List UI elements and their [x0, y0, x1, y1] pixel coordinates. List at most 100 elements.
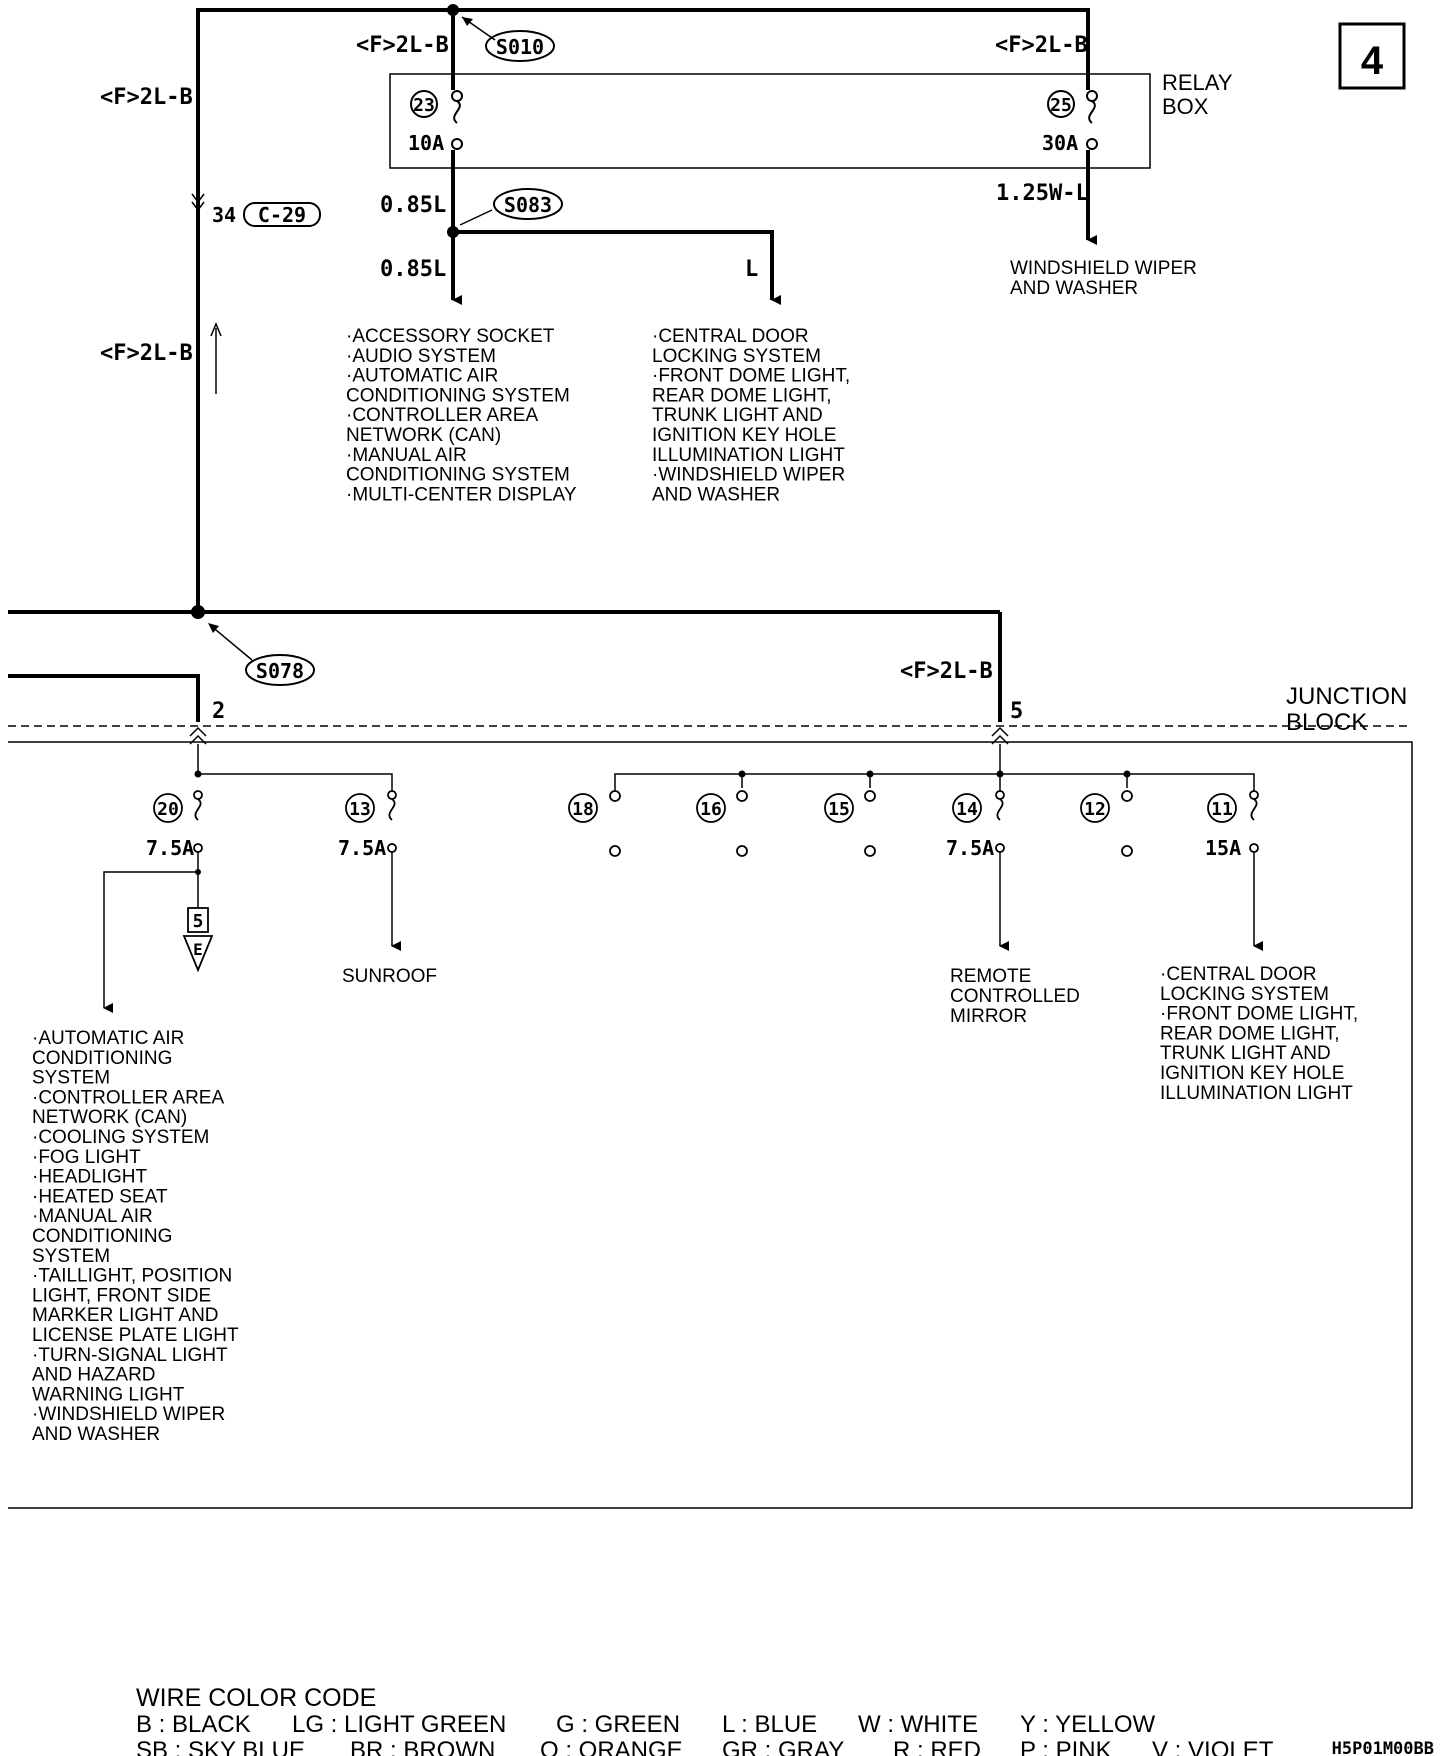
jb-fuse-14-rating: 7.5A	[946, 836, 994, 860]
destination-line: IGNITION KEY HOLE	[1160, 1063, 1344, 1084]
destination-line: CONTROLLED	[950, 986, 1080, 1007]
legend-entry: LG : LIGHT GREEN	[292, 1711, 506, 1738]
destination-line: CONDITIONING SYSTEM	[346, 385, 570, 406]
jb-fuse-13-rating: 7.5A	[338, 836, 386, 860]
ground-ref-letter: E	[193, 940, 203, 959]
destination-line: ·HEATED SEAT	[32, 1186, 168, 1207]
wire-color-legend: WIRE COLOR CODE B : BLACK LG : LIGHT GREE…	[136, 1684, 1274, 1756]
page-number: 4	[1361, 39, 1384, 83]
legend-entry: R : RED	[893, 1737, 981, 1756]
destination-line: AND WASHER	[1010, 278, 1138, 299]
ground-ref-number: 5	[193, 911, 204, 932]
destination-line: NETWORK (CAN)	[346, 425, 501, 446]
destination-line: ·AUTOMATIC AIR	[32, 1028, 184, 1049]
destination-line: TRUNK LIGHT AND	[1160, 1043, 1331, 1064]
destination-line: ·CONTROLLER AREA	[32, 1087, 224, 1108]
legend-entry: Y : YELLOW	[1020, 1711, 1156, 1738]
junction-block-label-1: JUNCTION	[1286, 683, 1407, 710]
relay-box: RELAY BOX	[389, 70, 1233, 169]
wire-label-jb-5: <F>2L-B	[900, 659, 993, 684]
jb-fuse-11-number: 11	[1211, 799, 1233, 820]
splice-dot-s010	[447, 4, 459, 16]
jb-fuse-15-number: 15	[828, 799, 850, 820]
legend-entry: G : GREEN	[556, 1711, 680, 1738]
legend-entry: B : BLACK	[136, 1711, 251, 1738]
legend-entry: P : PINK	[1020, 1737, 1112, 1756]
jb-fuse-20-number: 20	[157, 799, 179, 820]
splice-s083-label: S083	[504, 193, 552, 217]
jb-fuse-14: 14 7.5A	[946, 790, 1009, 951]
legend-entry: V : VIOLET	[1152, 1737, 1274, 1756]
destination-line: TRUNK LIGHT AND	[652, 405, 823, 426]
destination-line: LOCKING SYSTEM	[652, 346, 821, 367]
relay-box-label-1: RELAY	[1162, 70, 1233, 95]
junction-block-label-2: BLOCK	[1286, 709, 1367, 736]
destination-line: ·AUDIO SYSTEM	[346, 346, 496, 367]
page-number-box: 4	[1338, 22, 1406, 90]
destination-line: AND WASHER	[32, 1424, 160, 1445]
jb-fuse-12-number: 12	[1084, 799, 1106, 820]
wire-label-l: L	[745, 257, 758, 282]
relay-fuse-23: 23 10A	[408, 90, 463, 155]
destination-line: ·WINDSHIELD WIPER	[32, 1404, 225, 1425]
destination-line: ·CENTRAL DOOR	[652, 326, 809, 347]
destination-line: ·MANUAL AIR	[346, 445, 467, 466]
jb-fuse-20: 20 7.5A	[103, 790, 203, 1013]
destination-line: LIGHT, FRONT SIDE	[32, 1285, 211, 1306]
destination-line: ·FRONT DOME LIGHT,	[1160, 1004, 1358, 1025]
destination-fuse23-right: ·CENTRAL DOOR LOCKING SYSTEM·FRONT DOME …	[652, 326, 850, 505]
jb-fuse-16-number: 16	[700, 799, 722, 820]
relay-fuse-25-number: 25	[1050, 95, 1072, 116]
relay-box-label-2: BOX	[1162, 94, 1209, 119]
junction-block: JUNCTION BLOCK 2 5	[8, 683, 1413, 1509]
jb-fuse-20-rating: 7.5A	[146, 836, 194, 860]
destination-fuse20: ·AUTOMATIC AIR CONDITIONING SYSTEM·CONTR…	[32, 1028, 239, 1445]
relay-fuse-25: 25 30A	[1042, 90, 1098, 155]
figure-code: H5P01M00BB	[1332, 1739, 1434, 1756]
destination-line: WARNING LIGHT	[32, 1384, 185, 1405]
jb-bus	[197, 744, 1255, 792]
destination-line: MARKER LIGHT AND	[32, 1305, 219, 1326]
destination-line: LOCKING SYSTEM	[1160, 984, 1329, 1005]
destination-fuse23-left: ·ACCESSORY SOCKET·AUDIO SYSTEM·AUTOMATIC…	[346, 326, 577, 505]
destination-line: ·HEADLIGHT	[32, 1167, 147, 1188]
destination-line: ·TURN-SIGNAL LIGHT	[32, 1345, 228, 1366]
destination-line: LICENSE PLATE LIGHT	[32, 1325, 239, 1346]
destination-line: SYSTEM	[32, 1068, 110, 1089]
legend-entry: GR : GRAY	[722, 1737, 844, 1756]
wire-label-085l-upper: 0.85L	[380, 193, 446, 218]
jb-fuse-16: 16	[696, 790, 748, 857]
splice-dot-s078	[191, 605, 205, 619]
destination-line: ILLUMINATION LIGHT	[1160, 1083, 1353, 1104]
destination-line: ·CENTRAL DOOR	[1160, 964, 1317, 985]
splice-s010: S010	[461, 16, 555, 62]
legend-title: WIRE COLOR CODE	[136, 1684, 376, 1712]
jb-fuse-12: 12	[1080, 790, 1133, 857]
splice-s078: S078	[208, 623, 315, 686]
destination-line: ·ACCESSORY SOCKET	[346, 326, 555, 347]
jb-fuse-15: 15	[824, 790, 876, 857]
destination-line: ·FOG LIGHT	[32, 1147, 141, 1168]
destination-fuse11: ·CENTRAL DOOR LOCKING SYSTEM·FRONT DOME …	[1160, 964, 1358, 1104]
wire-label-trunk-upper: <F>2L-B	[100, 85, 193, 110]
jb-fuse-11-rating: 15A	[1205, 836, 1241, 860]
jb-terminal-5: 5	[1010, 699, 1023, 724]
destination-line: ·COOLING SYSTEM	[32, 1127, 209, 1148]
splice-s010-label: S010	[496, 35, 544, 59]
destination-line: MIRROR	[950, 1006, 1027, 1027]
connector-id: C-29	[258, 203, 306, 227]
jb-bus-dots	[194, 770, 1131, 778]
wire-label-trunk-lower: <F>2L-B	[100, 341, 193, 366]
jb-terminal-2: 2	[212, 699, 225, 724]
destination-line: ·MANUAL AIR	[32, 1206, 153, 1227]
connector-pin: 34	[212, 203, 236, 227]
wire-label-085l-lower: 0.85L	[380, 257, 446, 282]
splice-dot-s083	[447, 226, 459, 238]
destination-line: AND WASHER	[652, 484, 780, 505]
destination-line: REAR DOME LIGHT,	[652, 385, 831, 406]
destination-sunroof: SUNROOF	[342, 966, 437, 987]
